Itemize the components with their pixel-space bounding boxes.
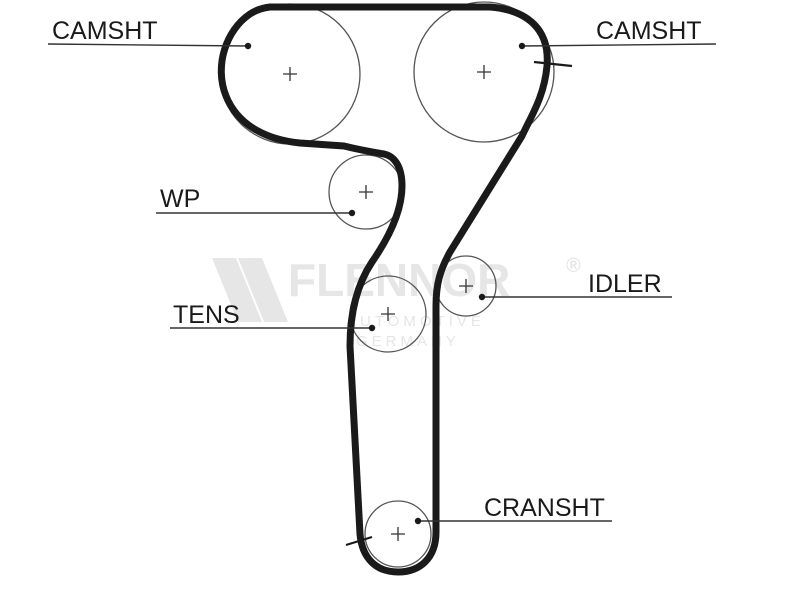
center-mark-crankshaft — [391, 527, 405, 541]
label-water-pump: WP — [160, 185, 200, 213]
dot-tensioner — [368, 324, 376, 332]
watermark-registered: ® — [566, 255, 581, 277]
watermark-line1: AUTOMOTIVE — [346, 313, 485, 330]
attachment-dots — [244, 42, 526, 525]
dot-water-pump — [348, 209, 356, 217]
leader-camshaft-right — [521, 43, 717, 47]
watermark-logo-icon — [212, 258, 288, 322]
crankshaft-timing-mark — [345, 535, 373, 547]
watermark-brand: FLENNOR — [288, 254, 510, 306]
dot-idler — [478, 293, 486, 301]
center-mark-idler — [459, 279, 473, 293]
pulley-centers — [283, 65, 491, 541]
watermark-line2: GERMANY — [356, 333, 460, 350]
label-tensioner: TENS — [173, 301, 240, 329]
crankshaft-pulley — [364, 500, 432, 568]
label-idler: IDLER — [588, 270, 662, 298]
label-crankshaft: CRANSHT — [484, 494, 605, 522]
dot-camshaft-left — [244, 42, 252, 50]
camshaft-right-pulley — [413, 1, 555, 143]
center-mark-tensioner — [381, 307, 395, 321]
label-camshaft-left: CAMSHT — [52, 17, 158, 45]
dot-crankshaft — [414, 517, 422, 525]
leader-camshaft-left — [47, 43, 249, 47]
center-mark-camshaft-right — [477, 65, 491, 79]
watermark: FLENNOR ® AUTOMOTIVE GERMANY — [212, 254, 581, 350]
center-mark-camshaft-left — [283, 67, 297, 81]
leader-lines — [47, 43, 717, 522]
center-mark-water-pump — [359, 185, 373, 199]
timing-belt — [217, 3, 551, 576]
label-camshaft-right: CAMSHT — [596, 17, 702, 45]
camshaft-timing-mark — [533, 60, 573, 68]
dot-camshaft-right — [518, 42, 526, 50]
